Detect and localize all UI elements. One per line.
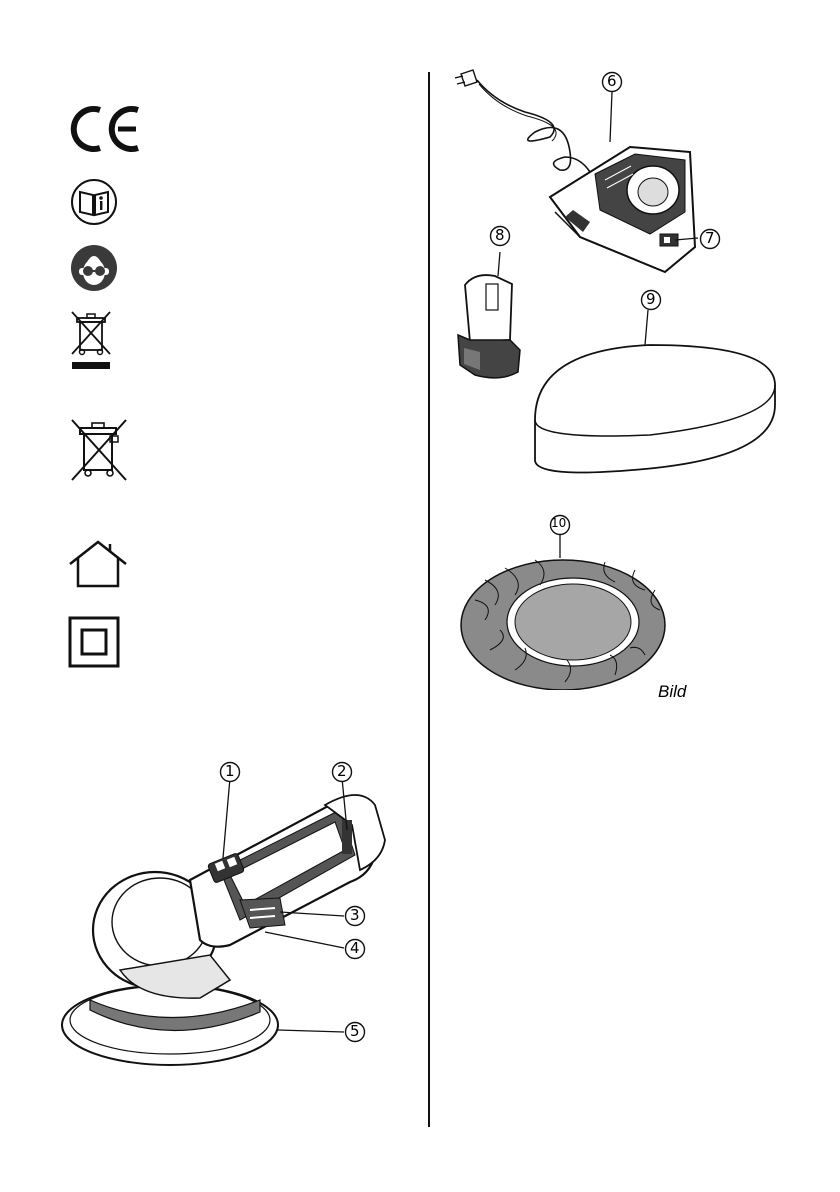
callout-8-label: 8 xyxy=(495,226,505,244)
callout-2: 2 xyxy=(331,761,353,783)
polishing-bonnet-illustration xyxy=(455,510,675,690)
callout-5: 5 xyxy=(344,1021,366,1043)
callout-1-label: 1 xyxy=(225,762,235,780)
callout-leaders-left xyxy=(60,750,390,1090)
callout-10-label: 10 xyxy=(551,516,566,530)
callout-5-label: 5 xyxy=(350,1022,360,1040)
callout-1: 1 xyxy=(219,761,241,783)
callout-10: 10 xyxy=(549,514,571,536)
callout-6: 6 xyxy=(601,71,623,93)
indoor-use-house-icon xyxy=(66,540,130,588)
ce-mark-icon xyxy=(70,104,144,154)
callout-4-label: 4 xyxy=(350,939,360,957)
callout-6-label: 6 xyxy=(607,72,617,90)
foam-polishing-pad-illustration xyxy=(525,290,785,500)
callout-7-label: 7 xyxy=(705,229,715,247)
battery-pack-illustration xyxy=(450,240,530,385)
callout-9-label: 9 xyxy=(646,290,656,308)
read-manual-icon xyxy=(70,178,118,226)
callout-4: 4 xyxy=(344,938,366,960)
weee-crossed-bin-bar-icon xyxy=(66,310,116,372)
column-divider xyxy=(428,72,430,1127)
callout-3: 3 xyxy=(344,905,366,927)
callout-8: 8 xyxy=(489,225,511,247)
wear-eye-protection-icon xyxy=(70,244,118,292)
protection-class-ii-icon xyxy=(68,616,120,668)
callout-3-label: 3 xyxy=(350,906,360,924)
callout-9: 9 xyxy=(640,289,662,311)
callout-2-label: 2 xyxy=(337,762,347,780)
figure-caption: Bild xyxy=(658,682,686,702)
callout-7: 7 xyxy=(699,228,721,250)
crossed-battery-bin-icon xyxy=(66,418,132,484)
